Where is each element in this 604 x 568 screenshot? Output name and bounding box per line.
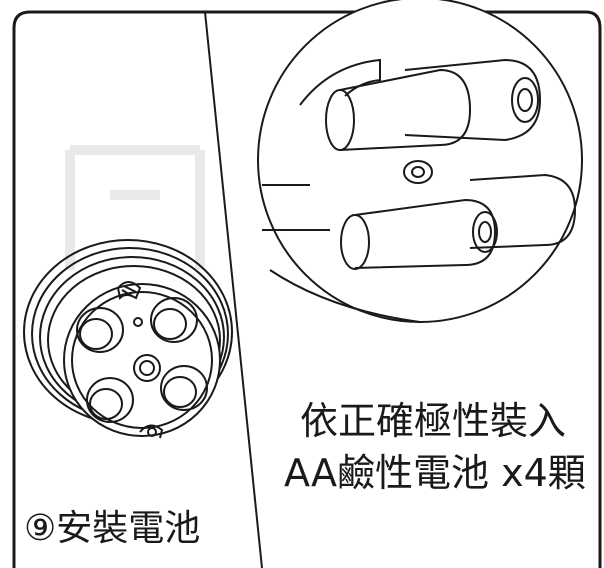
background-shading	[65, 145, 205, 270]
instruction-line-2: AA鹼性電池 x4顆	[284, 451, 586, 495]
instruction-line-1: 依正確極性裝入	[300, 399, 566, 443]
battery-compartment-icon	[23, 239, 233, 439]
step-label: ⑨安裝電池	[24, 508, 200, 549]
panel-divider	[204, 11, 263, 568]
outer-frame	[12, 10, 602, 568]
battery-holder-closeup-icon	[257, 0, 583, 323]
